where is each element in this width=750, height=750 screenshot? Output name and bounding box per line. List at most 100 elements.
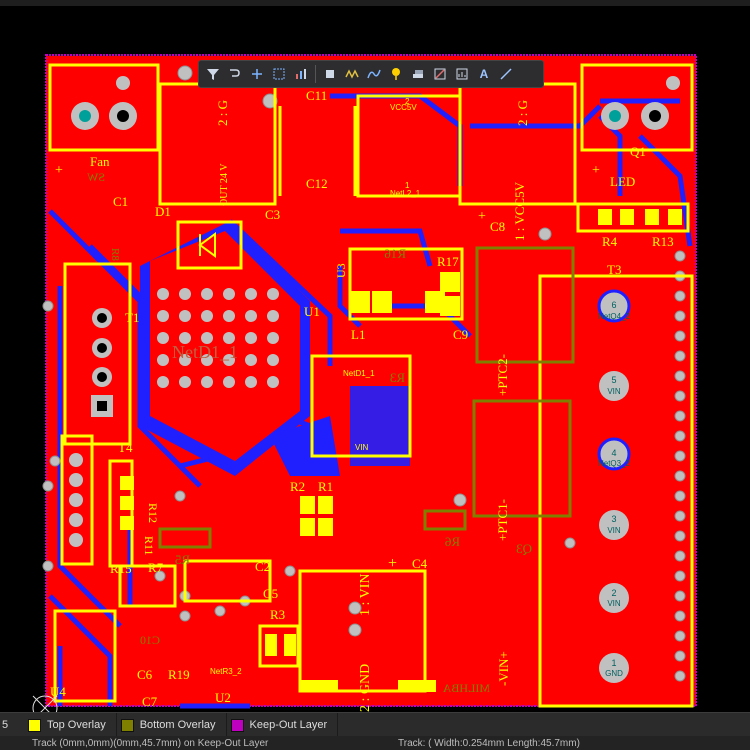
label-ptc1: +PTC1- (495, 499, 510, 541)
pin-2-num: 2 (611, 588, 616, 598)
label-fan: Fan (90, 154, 110, 169)
pcb-canvas[interactable]: 6 NetQ4_2 5 VIN 4 NetQ3_2 3 VIN 2 VIN 1 … (0, 6, 750, 712)
pin-5-net: VIN (607, 387, 621, 396)
pcb-board[interactable]: 6 NetQ4_2 5 VIN 4 NetQ3_2 3 VIN 2 VIN 1 … (0, 6, 750, 712)
label-r7: R7 (148, 560, 164, 575)
label-r3-mirror: R3 (390, 370, 405, 385)
filter-icon[interactable] (203, 64, 223, 84)
label-gnd-big: 2 : GND (358, 664, 373, 712)
label-r3: R3 (270, 607, 285, 622)
pin-6-net: NetQ4_2 (598, 312, 631, 321)
layer-tab-top-overlay[interactable]: Top Overlay (24, 713, 117, 737)
label-c12: C12 (306, 176, 328, 191)
label-r6: R6 (444, 534, 460, 549)
bottom-overlay-outlines (158, 246, 575, 549)
label-u4: U4 (50, 684, 66, 699)
pin-6-num: 6 (611, 300, 616, 310)
add-icon[interactable] (247, 64, 267, 84)
route-icon[interactable] (225, 64, 245, 84)
report-icon[interactable] (452, 64, 472, 84)
label-c5: C5 (263, 586, 278, 601)
status-left: Track (0mm,0mm)(0mm,45.7mm) on Keep-Out … (32, 738, 269, 749)
pin-2-net: VIN (607, 599, 621, 608)
pin-5-num: 5 (611, 375, 616, 385)
text-icon[interactable]: A (479, 67, 489, 81)
label-l1: L1 (351, 327, 365, 342)
label-net-d1-1: NetD1_1 (343, 369, 375, 378)
rules-icon[interactable] (430, 64, 450, 84)
layer-tab-bottom-overlay[interactable]: Bottom Overlay (117, 713, 227, 737)
bottom-plane-d1 (350, 386, 410, 466)
keepout-outline (45, 54, 697, 707)
label-t3: T3 (607, 262, 621, 277)
chart-icon[interactable] (291, 64, 311, 84)
layer-stack-icon[interactable] (408, 64, 428, 84)
layer-tabs-bar: 5 Top Overlay Bottom Overlay Keep-Out La… (0, 712, 750, 737)
label-sw: SW (86, 170, 105, 184)
top-overlay-outlines (48, 63, 694, 708)
label-q1: Q1 (630, 144, 646, 159)
pin-4-num: 4 (611, 448, 616, 458)
label-plus-led: + (592, 163, 600, 178)
label-c1: C1 (113, 194, 128, 209)
label-u2: U2 (215, 690, 231, 705)
label-pin2-a: 2 (405, 97, 410, 106)
d1-symbol (198, 232, 216, 258)
designator-labels: Fan C1 D1 C3 C11 C12 C8 Q1 LED R4 R13 T3… (50, 88, 674, 709)
label-r12: R12 (146, 503, 160, 523)
edge-vias (42, 65, 686, 682)
layer-prefix: 5 (2, 719, 9, 731)
top-plane-u1 (150, 231, 300, 461)
label-net-d1-1-big: NetD1_1 (172, 342, 238, 362)
label-r16: R16 (384, 246, 406, 261)
floating-toolbar: A (198, 60, 544, 88)
rectangle-select-icon[interactable] (269, 64, 289, 84)
label-pin1-a: 1 (405, 181, 410, 190)
label-vin-small: VIN (355, 443, 369, 452)
label-d1: D1 (155, 204, 171, 219)
label-vcc5v-right: 1 : VCC5V (512, 181, 527, 241)
top-overlay-swatch (28, 718, 41, 732)
u1-thermal-vias (157, 288, 279, 388)
status-bar: Track (0mm,0mm)(0mm,45.7mm) on Keep-Out … (0, 736, 750, 750)
rotated-labels: 2 : G 2 : G OUT 24 V 1 : VCC5V U3 R12 R1… (142, 100, 530, 712)
label-r19: R19 (168, 667, 190, 682)
label-c11: C11 (306, 88, 327, 103)
bottom-overlay-labels: R16 R3 R5 R6 Q3 MILHBA C10 SW R8 NetD1_1 (86, 170, 532, 695)
label-led: LED (610, 174, 635, 189)
label-vin-big: 1 : VIN (358, 573, 373, 616)
pin-1-num: 1 (611, 658, 616, 668)
terminal-block[interactable]: 6 NetQ4_2 5 VIN 4 NetQ3_2 3 VIN 2 VIN 1 … (597, 289, 631, 683)
layer-tab-keepout[interactable]: Keep-Out Layer (227, 713, 339, 737)
layer-tab-label: Bottom Overlay (139, 719, 216, 731)
label-r11: R11 (142, 536, 156, 556)
title-bar (0, 0, 750, 6)
interactive-route-icon[interactable] (364, 64, 384, 84)
label-vin-plus: -VIN+ (496, 651, 511, 686)
label-net-l2-1: NetL2_1 (390, 189, 421, 198)
label-g-right: 2 : G (515, 100, 530, 126)
through-hole-pads (69, 76, 680, 547)
label-c2: C2 (255, 559, 270, 574)
label-net-r3-2: NetR3_2 (210, 667, 242, 676)
label-c8: C8 (490, 219, 505, 234)
wire-icon[interactable] (342, 64, 362, 84)
label-plus-fan: + (55, 163, 63, 178)
label-plus-c8: + (478, 209, 486, 224)
label-r17: R17 (437, 254, 459, 269)
label-milhba: MILHBA (442, 681, 490, 695)
pin-3-net: VIN (607, 526, 621, 535)
line-icon[interactable] (496, 64, 516, 84)
origin-marker (32, 695, 58, 712)
status-right: Track: ( Width:0.254mm Length:45.7mm) (398, 738, 580, 749)
label-g-left: 2 : G (215, 100, 230, 126)
toolbar-separator (315, 65, 316, 83)
component-icon[interactable] (320, 64, 340, 84)
label-r8: R8 (109, 248, 121, 261)
label-r15: R15 (110, 561, 132, 576)
pin-icon[interactable] (386, 64, 406, 84)
label-c3: C3 (265, 207, 280, 222)
pin-1-net: GND (605, 669, 623, 678)
bottom-plane-r2 (270, 416, 340, 476)
label-c6: C6 (137, 667, 153, 682)
